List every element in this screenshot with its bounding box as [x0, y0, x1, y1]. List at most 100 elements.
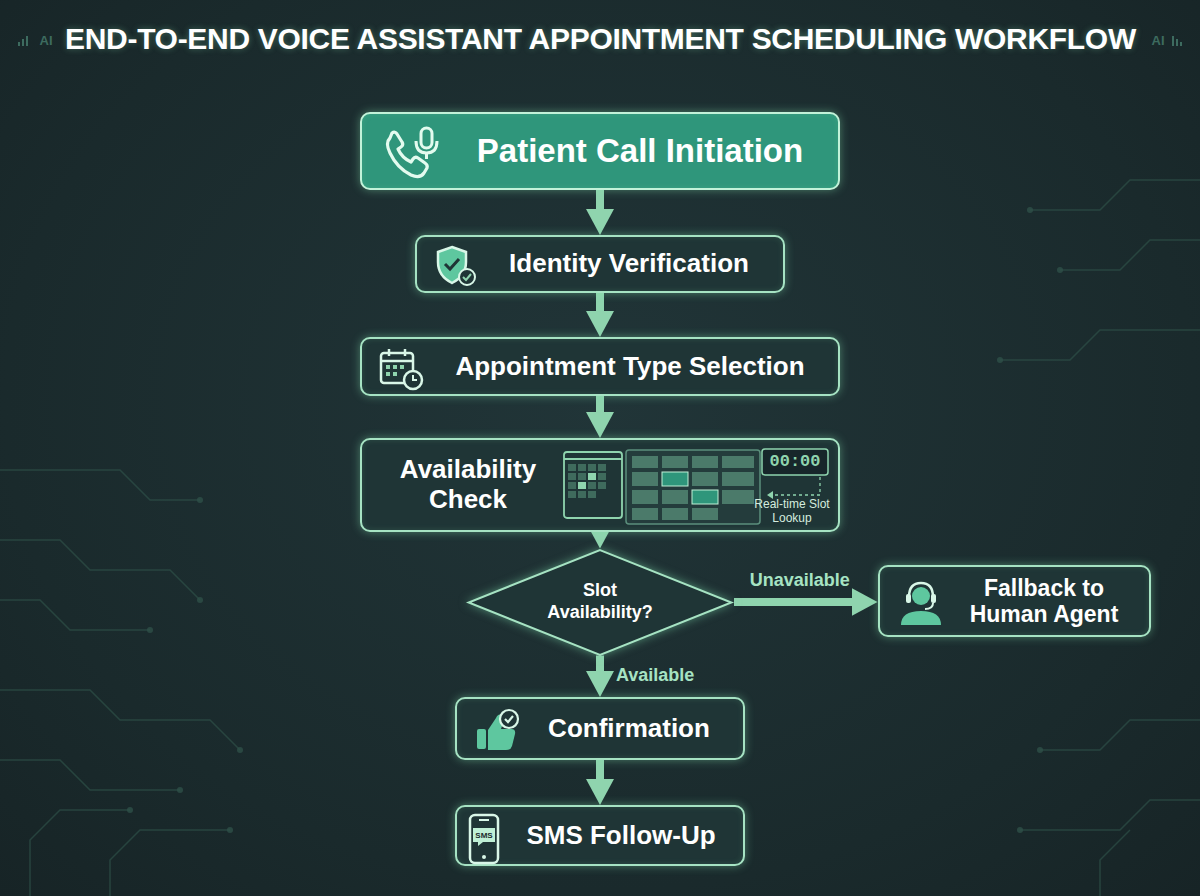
decor: [568, 482, 576, 489]
node-label: Confirmation: [548, 714, 710, 744]
decor: [0, 540, 200, 600]
edge-label: Unavailable: [750, 570, 850, 592]
decor: [197, 497, 203, 503]
decor: [473, 828, 495, 846]
decor: [578, 473, 586, 480]
decor: [568, 491, 576, 498]
decor: [110, 830, 230, 896]
decor: [479, 819, 489, 821]
circuit-traces: [0, 180, 1200, 896]
node-label: SMS Follow-Up: [526, 821, 715, 851]
edge-label: Available: [616, 665, 694, 687]
process-box: Fallback to Human Agent: [878, 565, 1151, 637]
decor: [632, 508, 658, 520]
decor: [762, 449, 828, 475]
decor: [578, 482, 586, 489]
decor: [632, 456, 754, 520]
decor: [578, 491, 586, 498]
decor: [381, 360, 413, 363]
decor: [197, 597, 203, 603]
decor: [906, 594, 911, 603]
decor: [770, 477, 820, 495]
decor: [662, 456, 688, 468]
decor: [227, 827, 233, 833]
icon: [433, 244, 479, 288]
decor: [0, 690, 240, 750]
decision-diamond: Slot Availability?: [466, 549, 734, 656]
decor: [692, 490, 718, 504]
decor: [477, 729, 486, 749]
decor: [505, 716, 513, 722]
decor: [588, 491, 596, 498]
process-box: Availability CheckReal-time Slot Lookup0…: [360, 438, 840, 532]
decor: [662, 490, 688, 504]
node-label: Appointment Type Selection: [455, 352, 804, 382]
decor: [568, 464, 606, 498]
decor: [1060, 240, 1200, 270]
decor: [416, 141, 437, 153]
decor: [1172, 36, 1174, 46]
decor: [500, 710, 518, 728]
decor: [662, 508, 688, 520]
decor: [404, 349, 407, 356]
decor: [0, 760, 180, 790]
flow-arrow: [596, 532, 604, 535]
decor: [662, 472, 688, 486]
decor: [1030, 180, 1200, 210]
decor: [692, 456, 718, 468]
title-rule: [20, 59, 1180, 61]
decor: [463, 274, 471, 280]
decor: [147, 627, 153, 633]
decor: [588, 464, 596, 471]
decor: [997, 357, 1003, 363]
flow-arrow: [596, 760, 604, 791]
process-box: Identity Verification: [415, 235, 785, 293]
decor: [568, 473, 576, 480]
decor: [901, 611, 941, 625]
decor: [578, 473, 596, 489]
decor: [386, 365, 404, 376]
clock-digits: 00:00: [763, 450, 827, 474]
decor: [598, 473, 606, 480]
decor: [26, 36, 28, 46]
icon: [380, 124, 446, 182]
decor: [1100, 830, 1130, 896]
decor: [1176, 39, 1178, 46]
decor: [598, 464, 606, 471]
decor: [0, 470, 200, 500]
decor: [177, 787, 183, 793]
decor: [393, 372, 397, 376]
decor: [931, 594, 936, 603]
decor: [912, 587, 930, 605]
decor: [386, 372, 390, 376]
decor: [393, 365, 397, 369]
decor: [564, 452, 622, 518]
circuit-dots: [127, 207, 1063, 833]
flow-arrow: [596, 190, 604, 221]
decor: [482, 855, 486, 859]
decor: [598, 482, 606, 489]
node-label: Fallback to Human Agent: [957, 575, 1132, 628]
decor: [632, 490, 658, 504]
decor: [1020, 800, 1200, 830]
decor: [237, 747, 243, 753]
decor: [18, 42, 20, 46]
node-label: Slot Availability?: [541, 580, 659, 623]
process-box: Patient Call Initiation: [360, 112, 840, 190]
process-box: Confirmation: [455, 697, 745, 760]
decor: [1017, 827, 1023, 833]
watermark: AI: [1147, 33, 1169, 49]
decor: [632, 472, 658, 486]
decor: [388, 349, 391, 356]
decor: [1000, 330, 1200, 360]
node-label: Availability Check: [380, 455, 556, 515]
decor: [692, 508, 718, 520]
decor: [1057, 267, 1063, 273]
title: END-TO-END VOICE ASSISTANT APPOINTMENT S…: [65, 22, 1136, 56]
flow-arrow: [596, 656, 604, 684]
decor: [909, 583, 933, 597]
watermark: AI: [31, 33, 61, 49]
decor: [459, 269, 475, 285]
decor: [722, 490, 754, 504]
decor: [1027, 207, 1033, 213]
